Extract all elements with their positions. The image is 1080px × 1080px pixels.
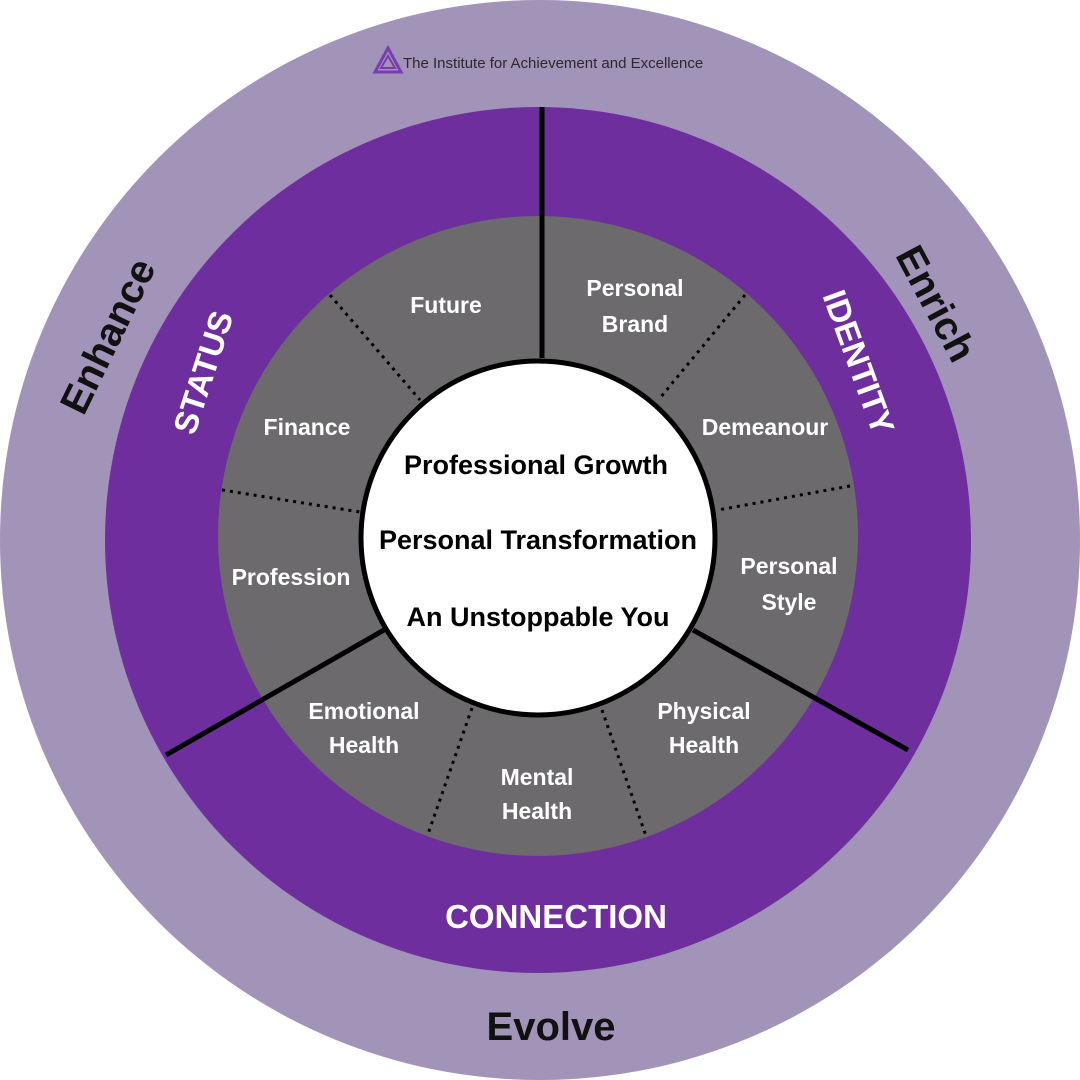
segment-finance: Finance xyxy=(264,414,351,440)
segment-mental-health-line-2: Health xyxy=(502,798,572,824)
segment-physical-health-line-1: Physical xyxy=(657,698,750,724)
segment-personal-style-line-1: Personal xyxy=(740,553,837,579)
center-line-2: Personal Transformation xyxy=(379,525,697,555)
segment-emotional-health-line-2: Health xyxy=(329,732,399,758)
center-line-1: Professional Growth xyxy=(404,450,668,480)
divider-right xyxy=(691,627,910,753)
outer-label-evolve: Evolve xyxy=(487,1005,616,1049)
triangle-logo-icon xyxy=(372,44,404,74)
segment-personal-brand-line-1: Personal xyxy=(586,275,683,301)
dotted-divider xyxy=(658,294,747,399)
segment-mental-health-line-1: Mental xyxy=(501,764,574,790)
dotted-divider xyxy=(426,707,474,835)
center-circle xyxy=(358,358,718,718)
segment-personal-style-line-2: Style xyxy=(762,589,817,615)
segment-profession: Profession xyxy=(232,564,351,590)
dotted-dividers xyxy=(221,294,851,837)
segment-physical-health-line-2: Health xyxy=(669,732,739,758)
ring-label-connection: CONNECTION xyxy=(445,898,667,935)
segment-demeanour: Demeanour xyxy=(702,414,829,440)
logo-text: The Institute for Achievement and Excell… xyxy=(403,55,703,72)
segment-future: Future xyxy=(410,292,482,318)
center-line-3: An Unstoppable You xyxy=(407,602,670,632)
segment-emotional-health-line-1: Emotional xyxy=(308,698,419,724)
segment-personal-brand-line-2: Brand xyxy=(602,311,668,337)
dotted-divider xyxy=(600,709,648,837)
divider-left xyxy=(164,627,386,758)
